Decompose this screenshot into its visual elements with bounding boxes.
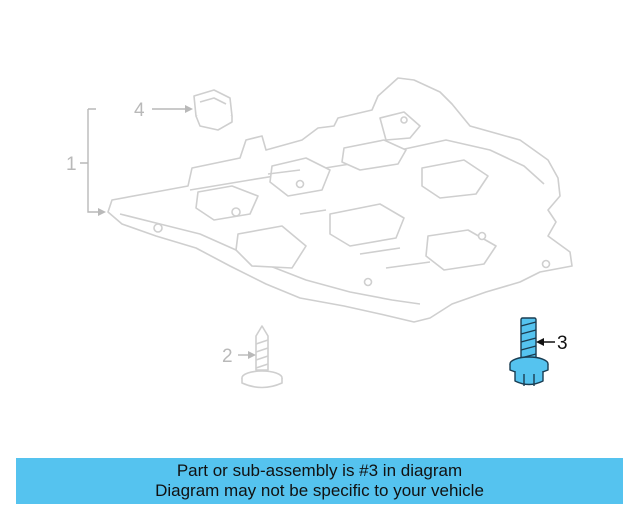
leader-line-1	[80, 108, 104, 213]
arrowhead-3	[536, 338, 544, 346]
clip-part	[193, 89, 233, 131]
screw-part	[241, 325, 283, 389]
under-cover-part	[107, 77, 573, 323]
callout-3: 3	[557, 333, 568, 354]
flange-bolt-part	[509, 317, 549, 386]
parts-diagram: 1 4 2 3	[66, 77, 573, 389]
arrowhead-4	[185, 105, 193, 113]
arrowhead-2	[248, 351, 256, 359]
banner-line-part-number: Part or sub-assembly is #3 in diagram	[176, 461, 463, 480]
callout-4: 4	[134, 100, 145, 121]
arrowhead-1	[98, 208, 106, 216]
callout-1: 1	[66, 154, 77, 175]
banner-line-disclaimer: Diagram may not be specific to your vehi…	[155, 481, 484, 500]
info-banner: Part or sub-assembly is #3 in diagram Di…	[16, 458, 623, 504]
callout-2: 2	[222, 346, 233, 367]
